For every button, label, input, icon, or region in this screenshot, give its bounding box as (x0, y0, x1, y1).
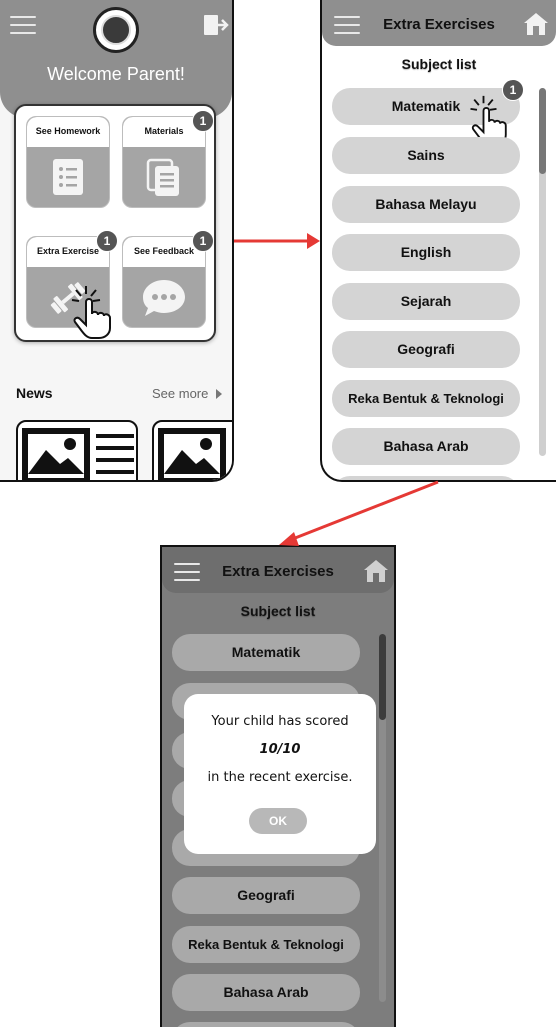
menu-icon[interactable] (334, 16, 360, 34)
subject-item-reka-bentuk-teknologi[interactable]: Reka Bentuk & Teknologi (172, 926, 360, 963)
dialog-text-line3: in the recent exercise. (207, 770, 353, 785)
news-card[interactable] (16, 420, 138, 480)
scrollbar-thumb[interactable] (379, 634, 386, 720)
subject-item-sejarah[interactable]: Sejarah (332, 283, 520, 320)
see-feedback-badge: 1 (192, 230, 214, 252)
home-icon[interactable] (523, 12, 549, 36)
parent-home-screen: Welcome Parent! See Homework Materials (0, 0, 234, 482)
scrollbar[interactable] (539, 88, 546, 456)
page-title: Extra Exercises (383, 16, 495, 33)
tile-label: Materials (144, 126, 184, 136)
subject-item-reka-bentuk-teknologi[interactable]: Reka Bentuk & Teknologi (332, 380, 520, 417)
menu-icon[interactable] (174, 563, 200, 581)
arrow-home-to-subjects (234, 233, 320, 249)
feedback-icon (143, 280, 185, 316)
materials-badge: 1 (192, 110, 214, 132)
app-header: Extra Exercises (162, 547, 394, 593)
scrollbar[interactable] (379, 634, 386, 1002)
matematik-badge: 1 (502, 79, 524, 101)
home-icon[interactable] (363, 559, 389, 583)
menu-icon[interactable] (10, 16, 36, 34)
chevron-right-icon[interactable] (216, 389, 222, 399)
subject-item-geografi[interactable]: Geografi (172, 877, 360, 914)
subject-list-heading: Subject list (401, 56, 477, 72)
scrollbar-thumb[interactable] (539, 88, 546, 174)
subject-item-sains[interactable]: Sains (332, 137, 520, 174)
materials-tile[interactable]: Materials (122, 116, 206, 208)
tap-hand-icon (470, 95, 507, 146)
tile-label: Extra Exercise (36, 246, 100, 256)
tile-label: See Feedback (133, 246, 195, 256)
subject-item-bahasa-melayu[interactable]: Bahasa Melayu (332, 186, 520, 223)
subject-item-bahasa-arab[interactable]: Bahasa Arab (172, 974, 360, 1011)
tap-hand-icon (71, 286, 111, 339)
extra-exercise-tile[interactable]: Extra Exercise (26, 236, 110, 328)
school-logo (93, 7, 139, 53)
image-placeholder-icon (158, 428, 226, 480)
news-heading: News (16, 385, 53, 401)
dialog-text-line1: Your child has scored (211, 714, 349, 729)
subject-item-geografi[interactable]: Geografi (332, 331, 520, 368)
image-placeholder-icon (22, 428, 134, 480)
news-card[interactable] (152, 420, 232, 480)
menu-card: See Homework Materials (14, 104, 216, 342)
app-header: Extra Exercises (322, 0, 556, 46)
subject-list-heading: Subject list (240, 603, 316, 619)
arrow-subjects-to-score (279, 480, 439, 546)
score-dialog: Your child has scored 10/10 in the recen… (184, 694, 376, 854)
score-dialog-screen: Extra Exercises Subject list Matematik G… (160, 545, 396, 1027)
subject-list-screen: Extra Exercises Subject list Matematik 1… (320, 0, 556, 482)
dialog-score: 10/10 (259, 742, 301, 757)
dumbbell-icon (50, 282, 86, 314)
ok-button[interactable]: OK (249, 808, 307, 834)
welcome-heading: Welcome Parent! (47, 64, 185, 84)
homework-icon (53, 159, 83, 195)
materials-icon (146, 158, 179, 196)
see-homework-tile[interactable]: See Homework (26, 116, 110, 208)
subject-item-matematik[interactable]: Matematik (172, 634, 360, 671)
see-more-link[interactable]: See more (152, 386, 209, 401)
logout-icon[interactable] (203, 13, 229, 37)
subject-item-partial[interactable] (332, 476, 520, 480)
tile-label: See Homework (35, 126, 101, 136)
subject-item-english[interactable]: English (332, 234, 520, 271)
subject-item-bahasa-arab[interactable]: Bahasa Arab (332, 428, 520, 465)
page-title: Extra Exercises (222, 563, 334, 580)
extra-exercise-badge: 1 (96, 230, 118, 252)
subject-item-partial[interactable] (172, 1022, 360, 1027)
see-feedback-tile[interactable]: See Feedback (122, 236, 206, 328)
